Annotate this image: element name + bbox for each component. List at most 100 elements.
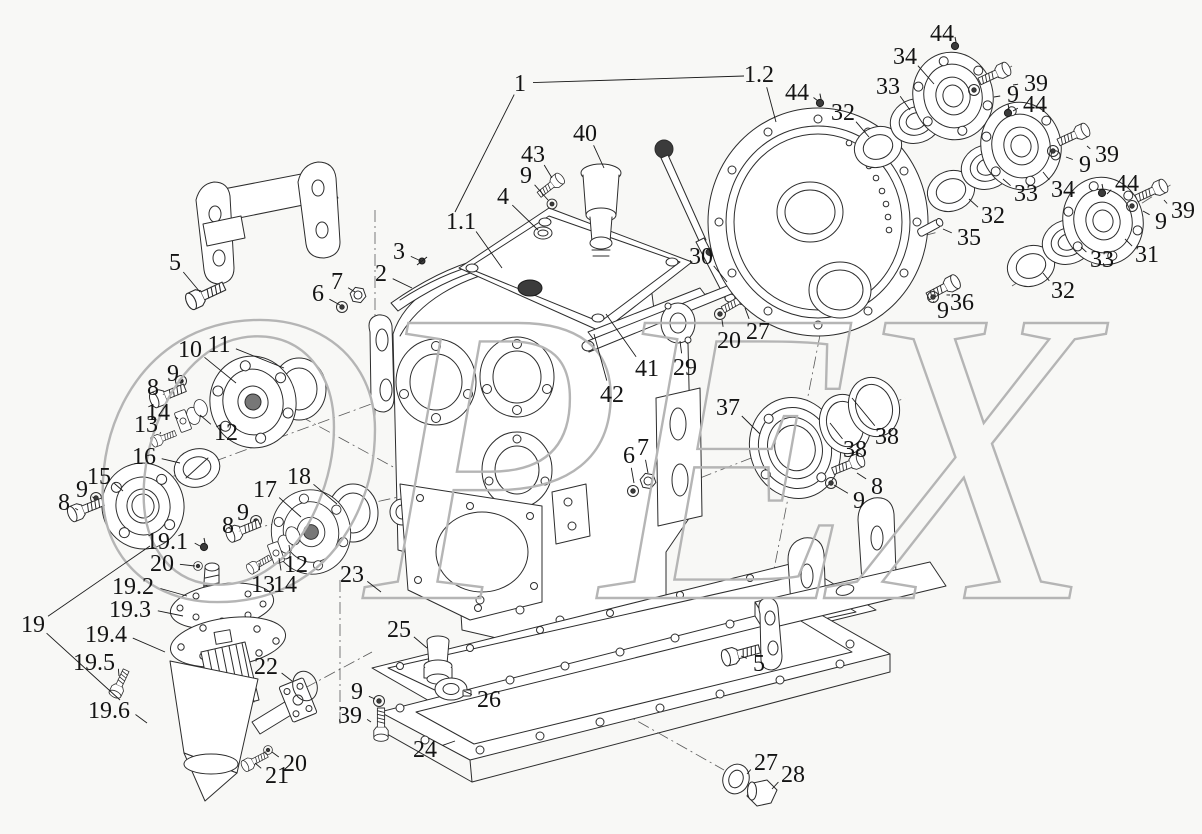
- part-label-13: 13: [251, 572, 275, 598]
- leader-line: [1163, 199, 1168, 204]
- part-label-3: 3: [393, 239, 405, 265]
- part-label-10: 10: [178, 337, 202, 363]
- leader-line: [740, 655, 748, 659]
- part-label-27: 27: [746, 319, 770, 345]
- leader-line: [679, 340, 683, 354]
- part-label-17: 17: [253, 477, 277, 503]
- part-label-8: 8: [147, 375, 159, 401]
- leader-line: [410, 255, 422, 262]
- leader-line: [180, 379, 184, 382]
- leader-line: [630, 467, 635, 484]
- leader-line: [313, 483, 338, 505]
- leader-line: [157, 610, 184, 617]
- part-label-8: 8: [58, 490, 70, 516]
- leader-line: [135, 714, 148, 724]
- part-label-32: 32: [831, 100, 855, 126]
- top-cover-assembly: [458, 139, 754, 353]
- left-mount-bracket: [195, 161, 341, 285]
- part-label-33: 33: [876, 74, 900, 100]
- leader-line: [235, 348, 285, 369]
- leader-line: [413, 636, 428, 649]
- part-label-31: 31: [1135, 242, 1159, 268]
- leader-line: [368, 695, 376, 700]
- leader-line: [1002, 178, 1011, 187]
- part-label-30: 30: [689, 244, 713, 270]
- leader-line: [463, 690, 473, 696]
- leader-line: [454, 94, 515, 213]
- part-label-33: 33: [1014, 181, 1038, 207]
- washer-9h: [373, 695, 385, 707]
- screw-3: [416, 256, 428, 266]
- flange-37: [748, 370, 908, 499]
- leader-line: [329, 298, 341, 306]
- part-label-44: 44: [930, 21, 954, 47]
- leader-line: [942, 228, 952, 234]
- part-label-44: 44: [785, 80, 809, 106]
- part-label-39: 39: [338, 703, 362, 729]
- leader-line: [366, 719, 372, 723]
- leader-line: [771, 781, 779, 790]
- part-label-1: 1: [514, 71, 526, 97]
- leader-line: [1042, 171, 1050, 181]
- leader-line: [593, 145, 605, 169]
- part-label-35: 35: [957, 225, 981, 251]
- leader-line: [199, 414, 212, 425]
- part-label-16: 16: [132, 444, 156, 470]
- part-label-23: 23: [340, 562, 364, 588]
- leader-line: [713, 265, 728, 283]
- part-label-2: 2: [375, 261, 387, 287]
- part-label-8: 8: [871, 474, 883, 500]
- standpipe-25: [423, 635, 453, 685]
- leader-line: [253, 518, 256, 521]
- hub-17-18: [223, 481, 379, 583]
- leader-line: [46, 632, 121, 701]
- leader-line: [162, 393, 164, 395]
- leader-line: [968, 198, 979, 208]
- part-label-19.1: 19.1: [146, 529, 188, 555]
- flange-29: [660, 302, 696, 344]
- part-label-9: 9: [167, 361, 179, 387]
- part-label-19.5: 19.5: [73, 650, 115, 676]
- part-label-14: 14: [146, 400, 170, 426]
- part-label-44: 44: [1023, 92, 1047, 118]
- leader-line: [161, 458, 181, 464]
- part-label-9: 9: [937, 298, 949, 324]
- leader-line: [746, 769, 752, 775]
- leader-line: [1012, 83, 1019, 86]
- part-label-34: 34: [1051, 177, 1075, 203]
- part-label-39: 39: [1024, 71, 1048, 97]
- part-label-15: 15: [87, 464, 111, 490]
- part-label-39: 39: [1095, 142, 1119, 168]
- leader-line: [605, 313, 637, 358]
- leader-line: [645, 459, 649, 474]
- hub-10-11: [147, 347, 327, 457]
- part-label-44: 44: [1115, 171, 1139, 197]
- leader-line: [851, 397, 876, 426]
- part-label-38: 38: [843, 437, 867, 463]
- leader-line: [278, 557, 282, 571]
- leader-line: [278, 497, 302, 518]
- part-label-20: 20: [283, 751, 307, 777]
- leader-line: [179, 563, 196, 567]
- leader-line: [899, 96, 911, 111]
- pin-35: [917, 218, 944, 237]
- leader-line: [182, 271, 201, 293]
- part-label-32: 32: [981, 203, 1005, 229]
- part-label-5: 5: [169, 250, 181, 276]
- part-label-28: 28: [781, 762, 805, 788]
- part-label-20: 20: [150, 551, 174, 577]
- part-label-13: 13: [134, 412, 158, 438]
- part-label-22: 22: [254, 654, 278, 680]
- part-label-4: 4: [497, 184, 509, 210]
- leader-line: [1012, 107, 1019, 112]
- leader-line: [1124, 238, 1133, 247]
- leader-line: [511, 204, 539, 231]
- leader-line: [1086, 145, 1091, 150]
- leader-line: [288, 544, 291, 551]
- right-mount-bracket: [754, 497, 947, 671]
- leader-line: [92, 496, 95, 499]
- part-label-19: 19: [21, 612, 45, 638]
